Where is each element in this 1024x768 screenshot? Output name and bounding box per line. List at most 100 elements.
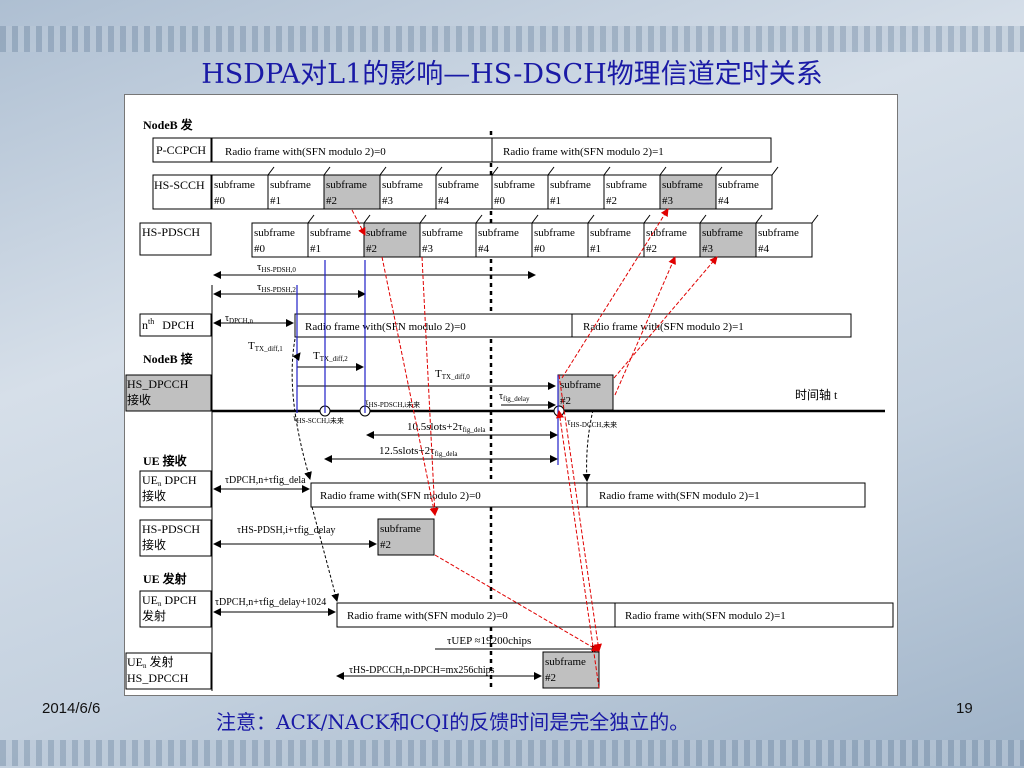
slide-page-number: 19	[956, 700, 973, 717]
subframe-label: subframe	[494, 179, 535, 191]
tuep-label: τUEP ≈19200chips	[447, 635, 531, 647]
time-axis-label: 时间轴 t	[795, 387, 838, 402]
nodeb-recv-subframe-num: #2	[560, 395, 571, 407]
subframe-number: #1	[270, 195, 281, 207]
ue-hspdsch-subframe	[377, 518, 435, 556]
tau-sub: HS-PDSH,2	[261, 286, 296, 294]
dpch-frame-1	[571, 313, 852, 338]
ue-dpch-frame-1	[586, 482, 866, 508]
subframe-number: #0	[254, 243, 266, 255]
red-connector	[381, 256, 438, 516]
tau-dpchn-label: τDPCH,n	[225, 313, 253, 325]
black-curve	[582, 409, 594, 482]
diagram-panel: NodeB 发 NodeB 接 UE 接收 UE 发射 P-CCPCH Radi…	[124, 94, 898, 696]
hspdsch-subframe	[755, 222, 813, 258]
subframe-number: #1	[550, 195, 561, 207]
ue-hspdsch-subframe-num: #2	[380, 539, 391, 551]
hspdsch-subframes: subframe#0subframe#1subframe#2subframe#3…	[251, 214, 819, 258]
footer-band	[0, 740, 1024, 766]
subframe-tick	[699, 214, 707, 224]
tau-hsdcch-label: τHS-DCCH,未来	[567, 417, 617, 429]
section-ue-recv: UE 接收	[143, 453, 187, 468]
dpch-frame-0-label: Radio frame with(SFN modulo 2)=0	[305, 321, 466, 333]
subframe-tick	[379, 166, 387, 176]
subframe-tick	[475, 214, 483, 224]
section-nodeb-send: NodeB 发	[143, 117, 194, 132]
subframe-label: subframe	[534, 227, 575, 239]
black-curve	[311, 506, 340, 602]
subframe-label: subframe	[326, 179, 367, 191]
row-label-ue-hsdpcch-tx-2: HS_DPCCH	[127, 671, 189, 685]
timing-diagram: NodeB 发 NodeB 接 UE 接收 UE 发射 P-CCPCH Radi…	[125, 117, 894, 691]
hspdsch-subframe	[363, 222, 421, 258]
row-label-ue-dpch: UEn DPCH	[142, 473, 197, 488]
hsscch-subframe	[379, 174, 437, 210]
header-band	[0, 26, 1024, 52]
row-label-hsdpcch-recv-1: HS_DPCCH	[127, 377, 189, 391]
row-label-hspdsch: HS-PDSCH	[142, 225, 200, 239]
red-connector	[613, 256, 718, 379]
subframe-label: subframe	[646, 227, 687, 239]
subframe-tick	[435, 166, 443, 176]
red-connector	[556, 410, 600, 689]
subframe-label: subframe	[422, 227, 463, 239]
subframe-tick	[643, 214, 651, 224]
subframe-label: subframe	[758, 227, 799, 239]
subframe-tick	[715, 166, 723, 176]
subframe-number: #4	[438, 195, 450, 207]
ue-hsdpcch-subframe	[542, 651, 600, 689]
subframe-label: subframe	[662, 179, 703, 191]
tau-sub: HS-PDSH,0	[261, 266, 296, 274]
tx-diff-2-label: TTX_diff,2	[313, 350, 348, 363]
row-label-ue-dpch-tx-2: 发射	[142, 608, 166, 623]
tx-diff-1-label: TTX_diff,1	[248, 340, 283, 353]
subframe-number: #3	[422, 243, 434, 255]
hsscch-subframe	[323, 174, 381, 210]
subframe-label: subframe	[718, 179, 759, 191]
ue-dpch-frame-0-label: Radio frame with(SFN modulo 2)=0	[320, 490, 481, 502]
subframe-label: subframe	[438, 179, 479, 191]
slots-105-label: 10.5slots+2τfig_dela	[407, 421, 486, 434]
subframe-tick	[603, 166, 611, 176]
ue-hspdsch-subframe-label: subframe	[380, 523, 421, 535]
subframe-label: subframe	[478, 227, 519, 239]
hsdpcch-last-label: τHS-DPCCH,n-DPCH=mx256chips	[349, 665, 495, 676]
subframe-tick	[547, 166, 555, 176]
hsscch-subframe	[547, 174, 605, 210]
subframe-tick	[323, 166, 331, 176]
hsscch-subframe	[267, 174, 325, 210]
subframe-tick	[587, 214, 595, 224]
slide-title: HSDPA对L1的影响—HS-DSCH物理信道定时关系	[201, 59, 823, 90]
subframe-label: subframe	[606, 179, 647, 191]
subframe-tick	[811, 214, 819, 224]
subframe-tick	[491, 166, 499, 176]
subframe-number: #1	[590, 243, 601, 255]
subframe-tick	[531, 214, 539, 224]
subframe-number: #4	[758, 243, 770, 255]
row-label-box	[152, 137, 212, 163]
subframe-tick	[363, 214, 371, 224]
subframe-label: subframe	[366, 227, 407, 239]
subframe-number: #0	[214, 195, 226, 207]
row-label-box	[139, 519, 212, 557]
red-connector	[614, 256, 676, 396]
ue-dpch-frame-0	[310, 482, 588, 508]
hsscch-subframes: subframe#0subframe#1subframe#2subframe#3…	[211, 166, 779, 210]
hsscch-subframe	[715, 174, 773, 210]
pccpch-frame-0-label: Radio frame with(SFN modulo 2)=0	[225, 146, 386, 158]
red-timing-connectors	[351, 208, 718, 689]
pccpch-frame-1-label: Radio frame with(SFN modulo 2)=1	[503, 146, 664, 158]
row-label-hsdpcch-recv-2: 接收	[127, 392, 151, 407]
ue-tx-frame-0-label: Radio frame with(SFN modulo 2)=0	[347, 610, 508, 622]
subframe-label: subframe	[310, 227, 351, 239]
red-connector	[434, 554, 600, 652]
hsscch-subframe	[491, 174, 549, 210]
ue-dpch-frame-1-label: Radio frame with(SFN modulo 2)=1	[599, 490, 760, 502]
subframe-tick	[307, 214, 315, 224]
hsscch-subframe	[603, 174, 661, 210]
subframe-number: #4	[718, 195, 730, 207]
subframe-number: #1	[310, 243, 321, 255]
black-timing-curves	[291, 338, 594, 602]
ue-tx-frame-1-label: Radio frame with(SFN modulo 2)=1	[625, 610, 786, 622]
pccpch-frame-0	[211, 137, 493, 163]
